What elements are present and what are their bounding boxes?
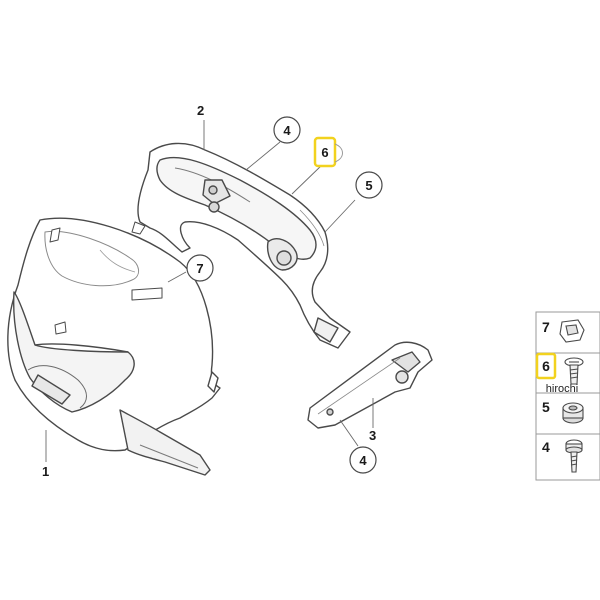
bolt-icon bbox=[565, 439, 583, 473]
callout-2: 2 bbox=[197, 103, 204, 118]
svg-text:3: 3 bbox=[369, 428, 376, 443]
legend-row-5: 5 bbox=[542, 399, 584, 424]
svg-text:2: 2 bbox=[197, 103, 204, 118]
rubber-grommet-icon bbox=[562, 402, 584, 424]
front-fairing-part-1 bbox=[7, 217, 221, 476]
legend-row-6-highlighted: 6 hirochi bbox=[535, 352, 584, 395]
callout-1: 1 bbox=[42, 464, 49, 479]
svg-text:1: 1 bbox=[42, 464, 49, 479]
parts-legend-panel: 7 6 hirochi 5 bbox=[535, 311, 600, 481]
callout-3: 3 bbox=[369, 428, 376, 443]
svg-text:5: 5 bbox=[365, 178, 372, 193]
screw-icon bbox=[564, 357, 584, 385]
mounting-bracket-part-2 bbox=[131, 142, 351, 349]
svg-text:5: 5 bbox=[542, 399, 550, 415]
side-bracket-part-3 bbox=[307, 341, 433, 429]
svg-text:7: 7 bbox=[196, 261, 203, 276]
nut-clip-icon bbox=[559, 319, 585, 343]
callout-4-bottom: 4 bbox=[349, 446, 377, 474]
svg-text:6: 6 bbox=[321, 145, 328, 160]
svg-text:6: 6 bbox=[542, 358, 550, 374]
callout-4-top: 4 bbox=[273, 116, 301, 144]
svg-text:7: 7 bbox=[542, 319, 550, 335]
svg-text:4: 4 bbox=[359, 453, 367, 468]
callout-7-top: 7 bbox=[186, 254, 214, 282]
svg-text:hirochi: hirochi bbox=[546, 383, 578, 395]
svg-text:4: 4 bbox=[283, 123, 291, 138]
legend-row-4: 4 bbox=[542, 439, 583, 473]
callout-6-top-highlighted: 6 bbox=[313, 136, 343, 168]
legend-row-7: 7 bbox=[542, 319, 585, 343]
leader-lines bbox=[45, 120, 374, 462]
callout-5-top: 5 bbox=[355, 171, 383, 199]
svg-text:4: 4 bbox=[542, 439, 550, 455]
